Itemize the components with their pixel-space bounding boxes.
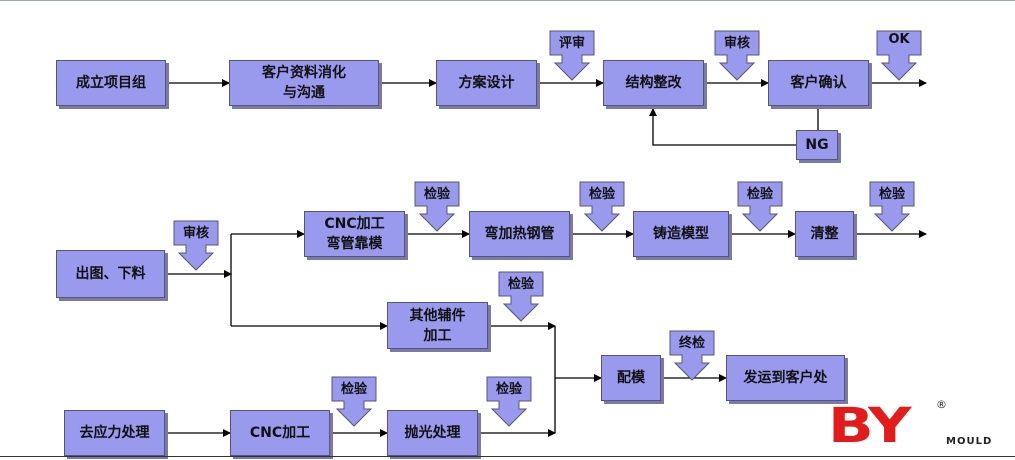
node-customer-info: 客户资料消化 与沟通 — [229, 60, 379, 106]
check-inspect-3-label: 检验 — [746, 187, 773, 202]
check-inspect-5-label: 检验 — [507, 277, 534, 292]
check-final-label: 终检 — [678, 336, 705, 351]
check-inspect-1-label: 检验 — [423, 187, 450, 202]
node-drawing: 出图、下料 — [56, 250, 165, 298]
node-polish: 抛光处理 — [387, 410, 478, 456]
check-audit-2: 审核 — [173, 220, 219, 271]
node-cnc: CNC加工 — [230, 410, 330, 456]
node-bend-heat: 弯加热钢管 — [469, 211, 570, 257]
arrow-ng-to-structure — [649, 108, 796, 146]
check-review: 评审 — [549, 30, 595, 81]
node-confirm: 客户确认 — [768, 60, 869, 106]
top-divider — [0, 0, 1015, 1]
node-ng: NG — [796, 130, 838, 160]
check-final: 终检 — [669, 330, 715, 381]
check-inspect-6: 检验 — [331, 376, 377, 427]
check-inspect-6-label: 检验 — [340, 382, 367, 397]
check-inspect-4-label: 检验 — [878, 187, 905, 202]
bottom-divider — [0, 456, 1015, 457]
check-review-label: 评审 — [558, 36, 585, 51]
check-inspect-7-label: 检验 — [495, 382, 522, 397]
check-audit-1-label: 审核 — [723, 36, 750, 51]
node-design: 方案设计 — [436, 60, 537, 106]
logo-mould: MOULD — [946, 436, 993, 447]
logo-registered: ® — [936, 398, 947, 411]
brand-logo: BY ® MOULD — [828, 398, 1015, 458]
check-ok-label: OK — [888, 32, 910, 47]
node-cnc-bend: CNC加工 弯管靠模 — [304, 211, 405, 257]
logo-by: BY — [828, 398, 911, 454]
node-other-parts: 其他辅件 加工 — [387, 302, 488, 349]
node-form-team: 成立项目组 — [56, 60, 166, 106]
check-ok: OK — [876, 30, 922, 81]
check-audit-1: 审核 — [714, 30, 760, 81]
check-inspect-2-label: 检验 — [588, 187, 615, 202]
node-ship: 发运到客户处 — [726, 355, 845, 401]
node-stress: 去应力处理 — [64, 410, 165, 456]
node-cast: 铸造模型 — [633, 211, 729, 257]
check-inspect-4: 检验 — [869, 181, 915, 232]
node-finish: 清整 — [795, 211, 854, 257]
check-inspect-5: 检验 — [498, 271, 544, 322]
check-inspect-2: 检验 — [579, 181, 625, 232]
check-inspect-7: 检验 — [486, 376, 532, 427]
check-inspect-1: 检验 — [414, 181, 460, 232]
check-inspect-3: 检验 — [737, 181, 783, 232]
node-match: 配模 — [601, 355, 661, 401]
node-structure: 结构整改 — [603, 60, 704, 106]
check-audit-2-label: 审核 — [182, 226, 209, 241]
